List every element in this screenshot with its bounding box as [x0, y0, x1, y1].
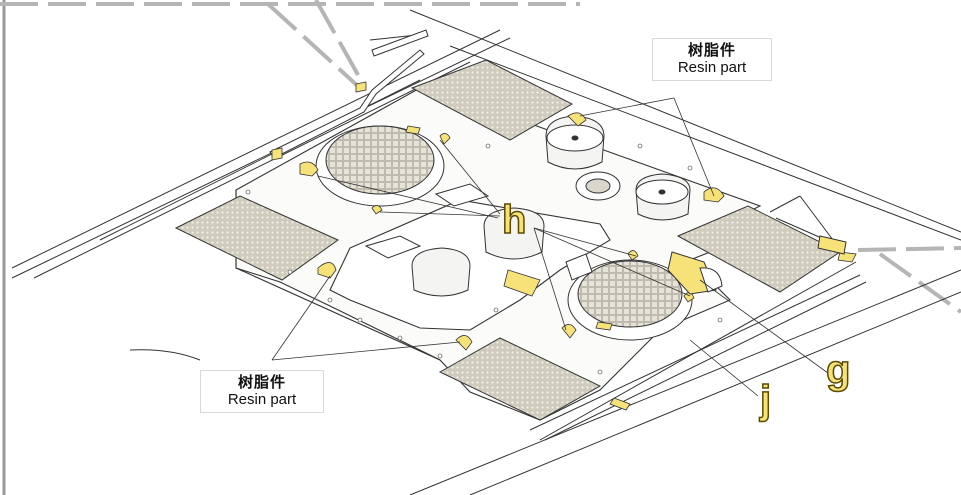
- dashed-leaders: [0, 0, 961, 314]
- photoetch-parts: [271, 81, 857, 411]
- grilles: [174, 59, 841, 421]
- callout-h: h: [501, 198, 527, 242]
- resin-label-zh: 树脂件: [237, 374, 286, 391]
- rivets: [245, 143, 723, 375]
- resin-label-en: Resin part: [227, 391, 297, 409]
- callout-g: g: [825, 348, 851, 392]
- resin-label-zh: 树脂件: [687, 42, 736, 59]
- grille-left: [174, 195, 339, 281]
- hinges: [364, 183, 593, 281]
- fan-cover-right: [577, 260, 683, 328]
- callout-j: j: [759, 378, 772, 422]
- part-g-assembly: [667, 251, 723, 295]
- resin-part-label-bottom: 树脂件 Resin part: [200, 370, 324, 413]
- pipe-left: [269, 29, 429, 159]
- hull-edges: [11, 9, 961, 495]
- resin-label-en: Resin part: [677, 59, 747, 77]
- tow-cable-right: [539, 195, 857, 441]
- callout-leaders: [271, 97, 833, 397]
- domes: [411, 115, 691, 297]
- fan-covers: [315, 125, 693, 341]
- grille-top: [410, 59, 574, 141]
- resin-part-label-top: 树脂件 Resin part: [652, 38, 772, 81]
- grille-bottom: [438, 337, 602, 421]
- fan-cover-left: [325, 125, 435, 195]
